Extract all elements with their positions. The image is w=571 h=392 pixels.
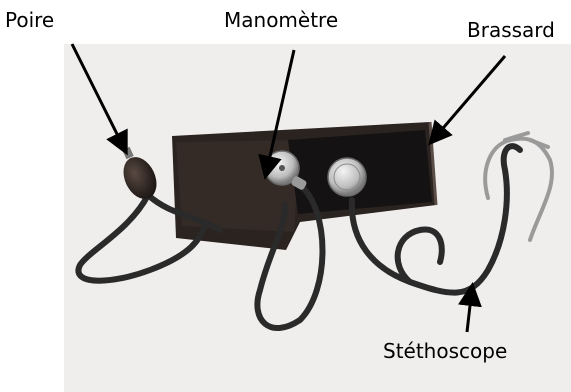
label-stethoscope: Stéthoscope	[383, 341, 507, 361]
label-manometre: Manomètre	[224, 10, 338, 30]
stethoscope-chestpiece	[328, 158, 366, 196]
label-brassard: Brassard	[467, 20, 555, 40]
label-poire: Poire	[5, 10, 54, 30]
